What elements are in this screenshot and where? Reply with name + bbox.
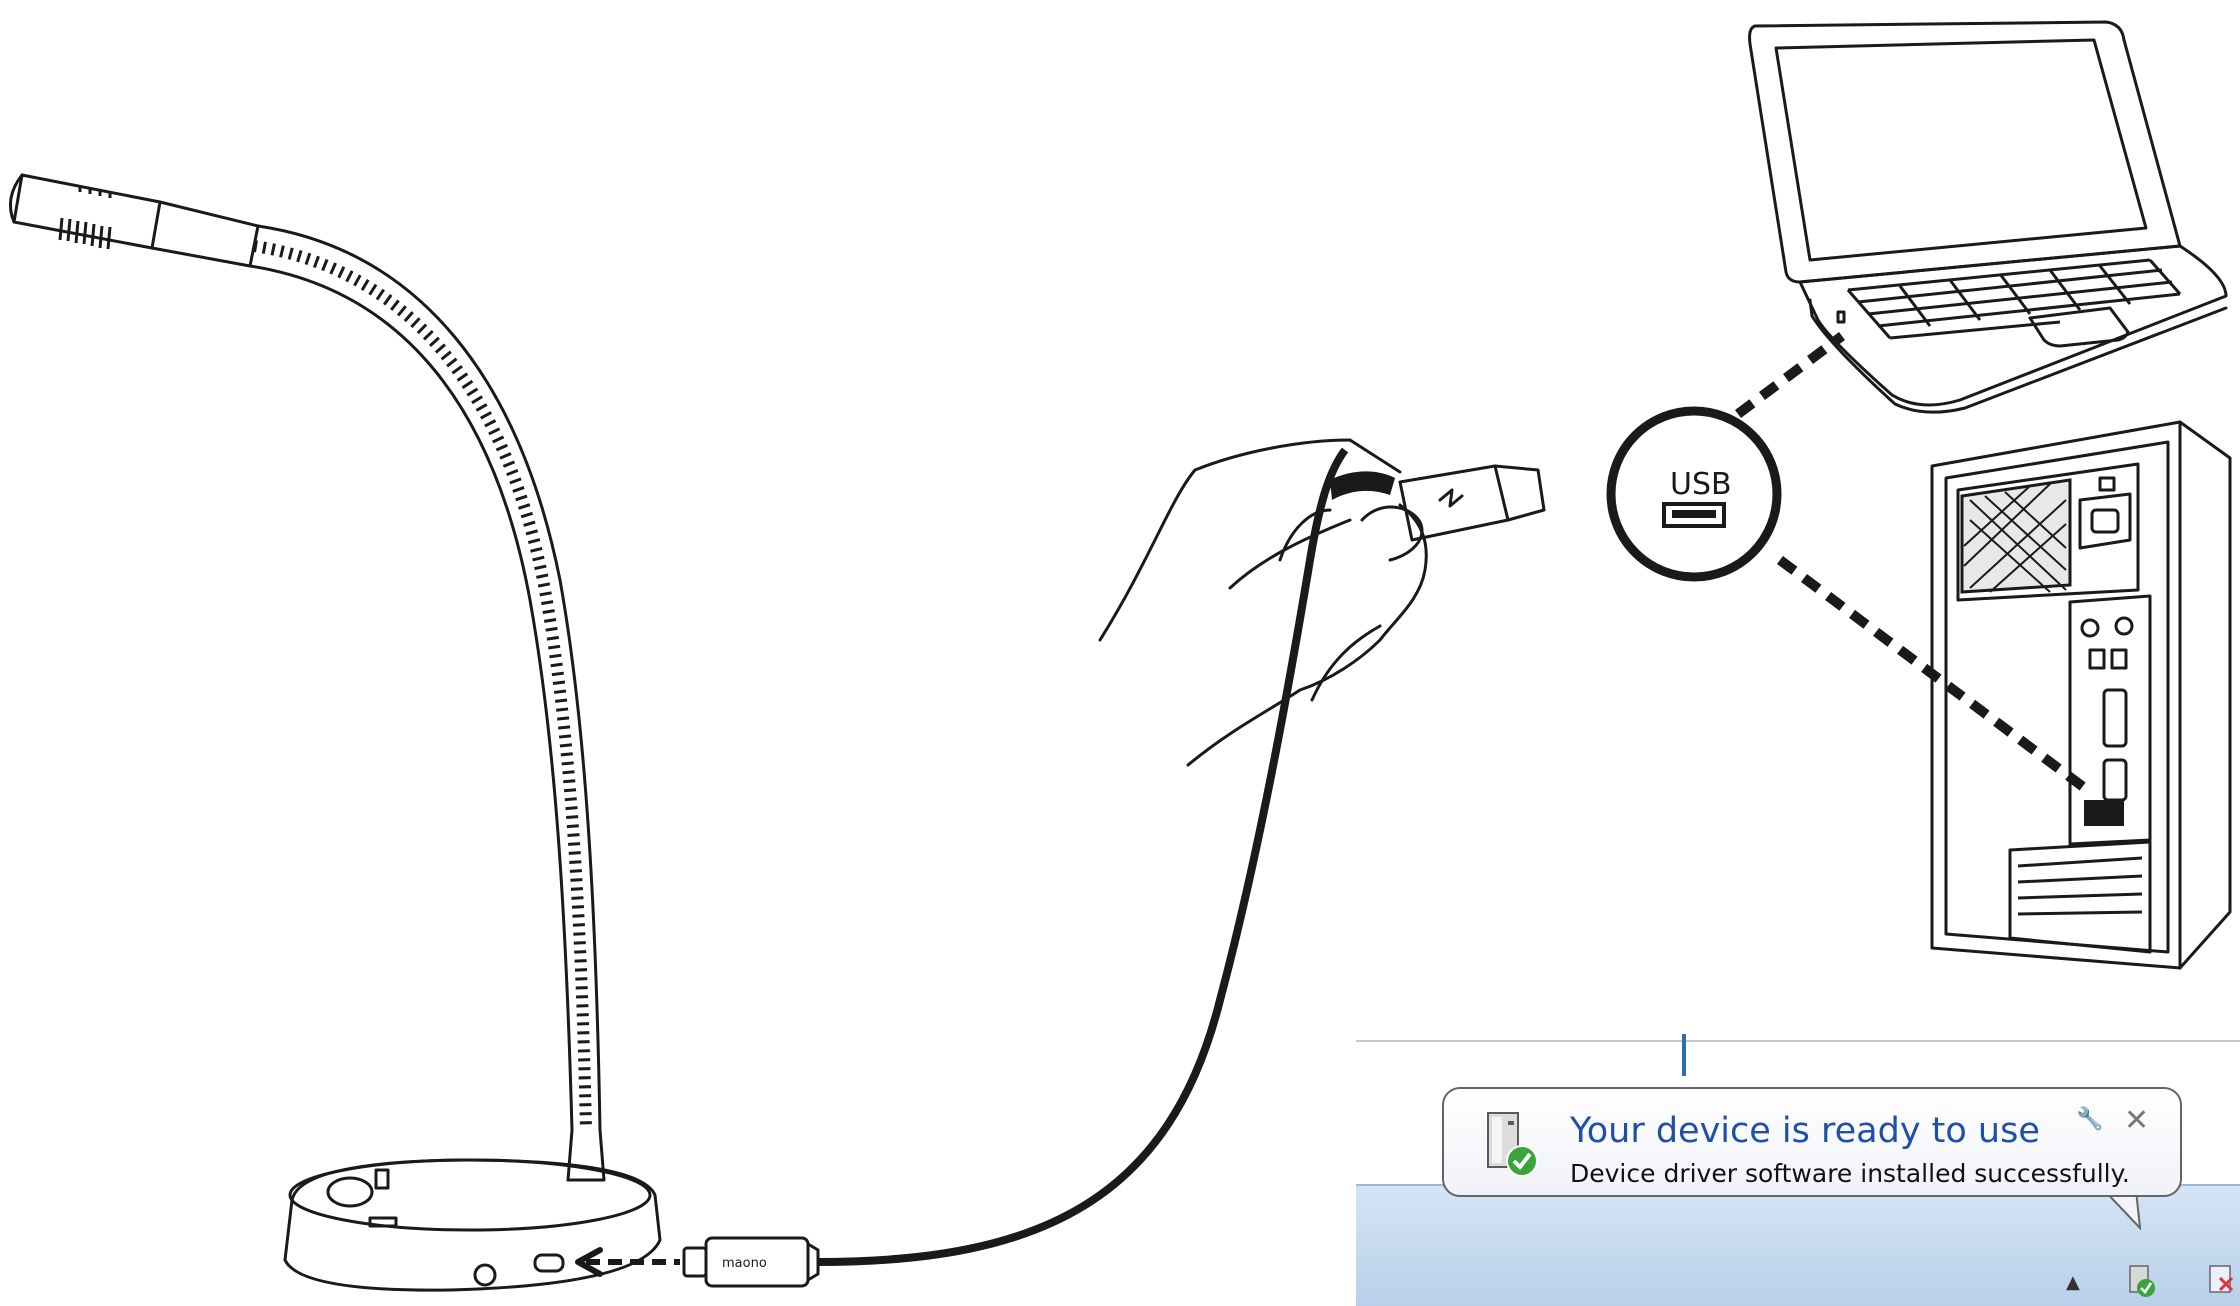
window-divider: [1682, 1034, 1686, 1076]
microphone-base: [285, 1130, 660, 1290]
device-installed-icon: [1474, 1109, 1544, 1179]
usb-callout-label: USB: [1670, 467, 1732, 502]
microphone-head: [10, 175, 258, 266]
cable-brand-label: maono: [722, 1256, 767, 1271]
usb-c-port: [535, 1255, 563, 1271]
leader-line-to-laptop: [1738, 336, 1842, 414]
notification-message: Device driver software installed success…: [1570, 1159, 2130, 1188]
notification-title: Your device is ready to use: [1570, 1111, 2040, 1151]
tray-app-icon[interactable]: [2206, 1262, 2236, 1296]
show-hidden-icons-button[interactable]: ▲: [2066, 1272, 2080, 1293]
usb-c-plug: maono: [684, 1238, 818, 1286]
device-ready-notification[interactable]: Your device is ready to use Device drive…: [1442, 1087, 2182, 1197]
desktop-tower: [1932, 422, 2230, 968]
usb-cable: [818, 450, 1345, 1262]
power-inlet: [2080, 494, 2130, 548]
gooseneck-outline-right: [250, 266, 572, 1130]
laptop-touchpad: [2030, 308, 2128, 346]
insert-arrow: [578, 1250, 680, 1274]
gooseneck-rings: [254, 246, 586, 1130]
gooseneck-microphone: [10, 175, 660, 1290]
wrench-icon[interactable]: 🔧: [2076, 1107, 2103, 1132]
desktop-usb-ports: [2084, 800, 2124, 826]
plug-logo-icon: [1440, 490, 1462, 506]
close-button[interactable]: ✕: [2124, 1103, 2149, 1138]
device-installed-tray-icon[interactable]: [2126, 1264, 2156, 1298]
usb-port-callout: USB: [1611, 411, 1777, 577]
